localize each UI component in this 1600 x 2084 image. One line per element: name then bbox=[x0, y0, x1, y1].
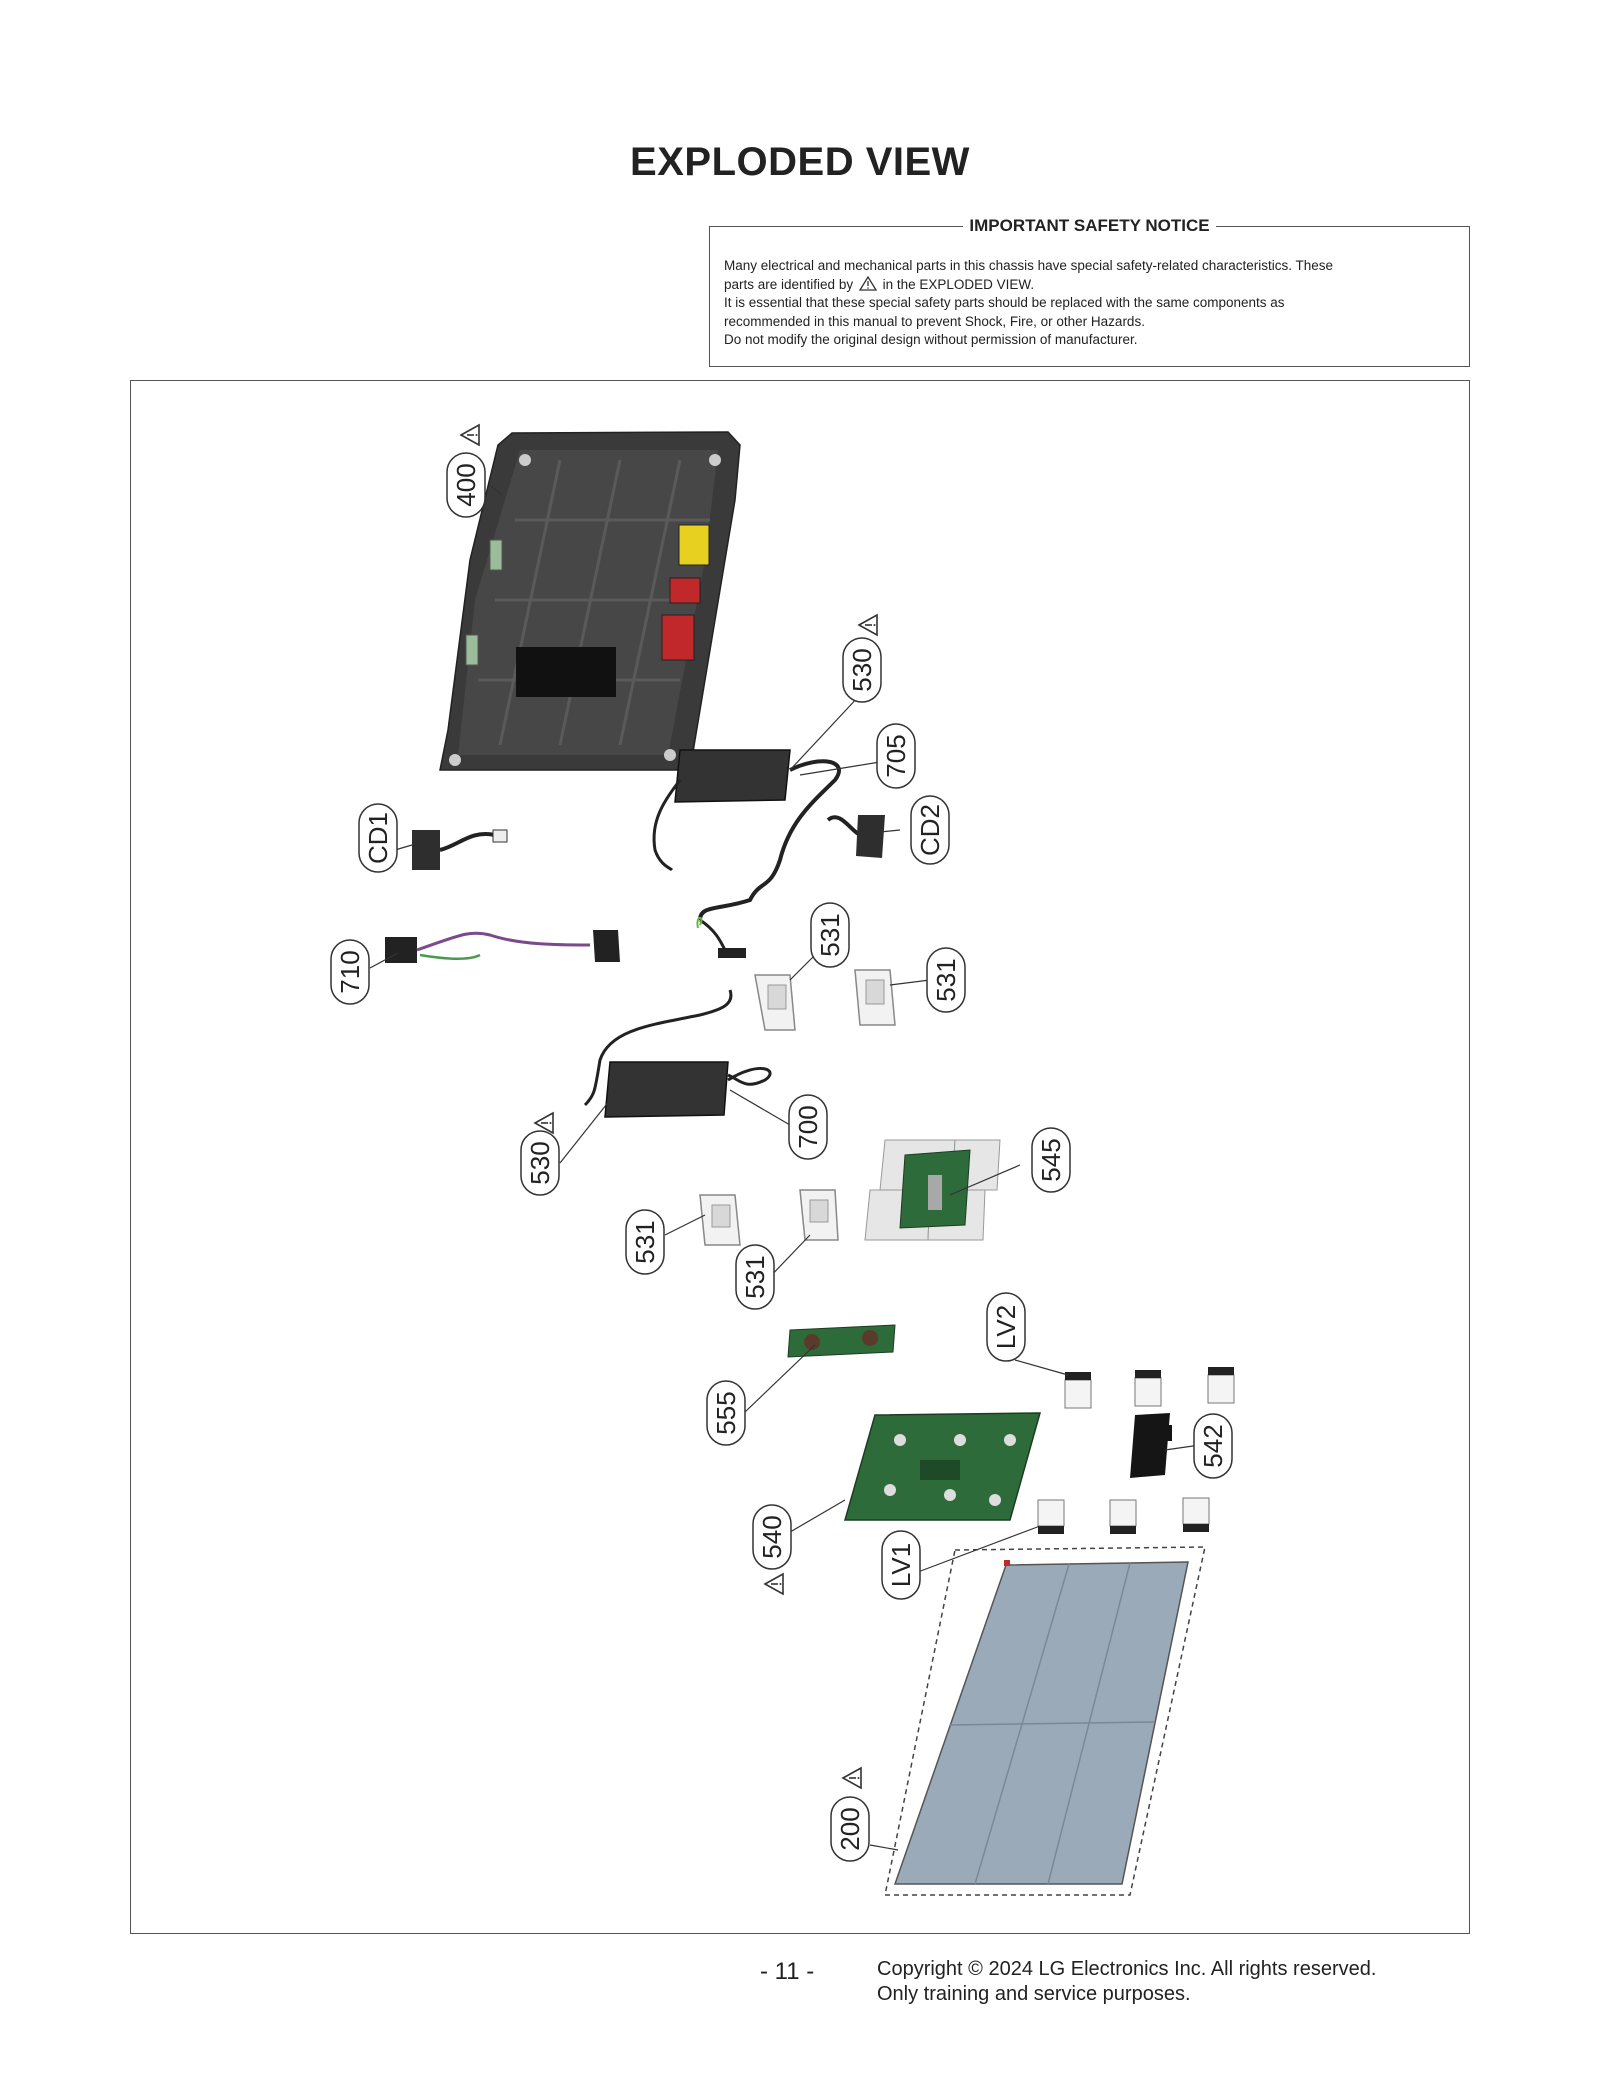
exploded-view-frame bbox=[130, 380, 1470, 1934]
notice-line-2-start: parts are identified by bbox=[724, 276, 854, 292]
safety-notice-box: IMPORTANT SAFETY NOTICE Many electrical … bbox=[709, 216, 1470, 367]
copyright-line-2: Only training and service purposes. bbox=[877, 1983, 1191, 2005]
notice-line-4: recommended in this manual to prevent Sh… bbox=[724, 313, 1145, 329]
notice-line-3: It is essential that these special safet… bbox=[724, 295, 1285, 310]
notice-line-2-end: in the EXPLODED VIEW. bbox=[882, 276, 1035, 292]
notice-line-1: Many electrical and mechanical parts in … bbox=[724, 258, 1334, 273]
warning-triangle-icon bbox=[858, 275, 877, 291]
copyright-line-1: Copyright © 2024 LG Electronics Inc. All… bbox=[877, 1958, 1377, 1980]
page-number: - 11 - bbox=[760, 1958, 815, 1985]
copyright-notice: Copyright © 2024 LG Electronics Inc. All… bbox=[877, 1957, 1376, 2007]
safety-notice-body: Many electrical and mechanical parts in … bbox=[724, 257, 1455, 350]
page-title: EXPLODED VIEW bbox=[630, 140, 970, 184]
safety-notice-heading: IMPORTANT SAFETY NOTICE bbox=[963, 216, 1216, 235]
notice-line-2: parts are identified by in the EXPLODED … bbox=[724, 275, 1455, 295]
notice-line-5: Do not modify the original design withou… bbox=[724, 332, 1138, 347]
